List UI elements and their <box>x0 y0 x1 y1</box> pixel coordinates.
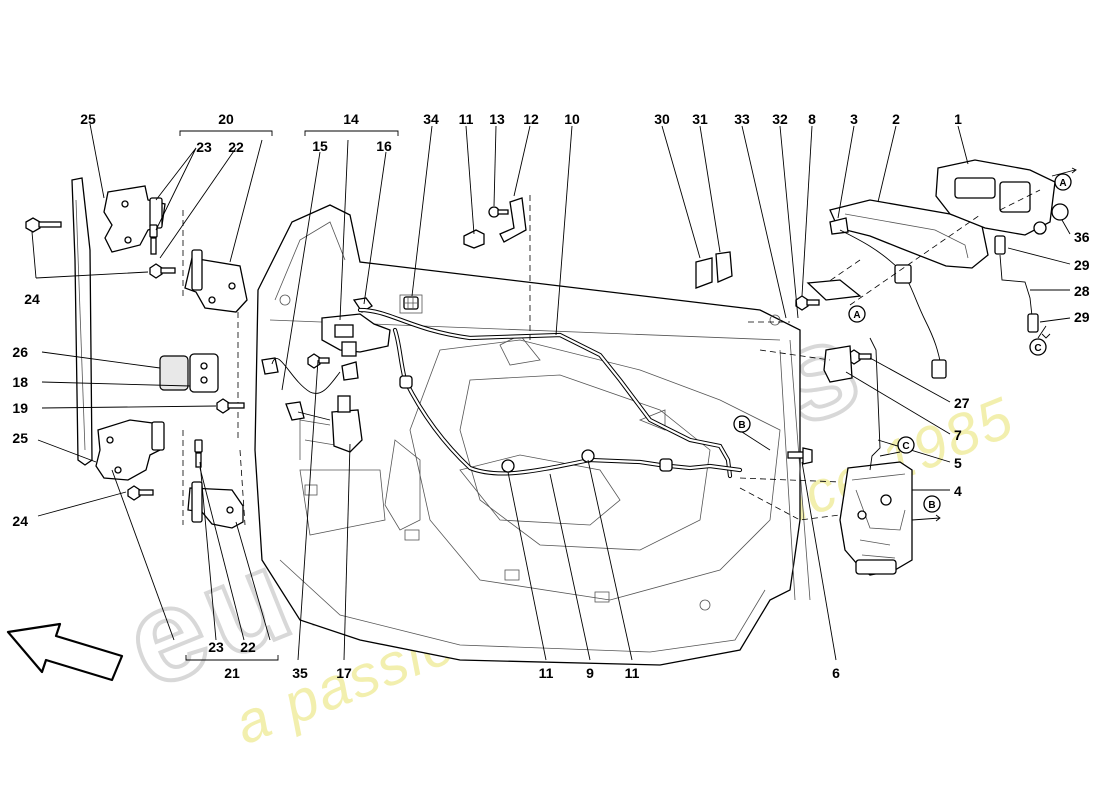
callout-2: 2 <box>892 111 900 127</box>
callout-31: 31 <box>692 111 708 127</box>
callout-18: 18 <box>12 374 28 390</box>
callout-36: 36 <box>1074 229 1090 245</box>
callout-7: 7 <box>954 427 962 443</box>
callout-29-lower: 29 <box>1074 309 1090 325</box>
callout-32: 32 <box>772 111 788 127</box>
callout-1: 1 <box>954 111 962 127</box>
callout-23-upper: 23 <box>196 139 212 155</box>
cable-9 <box>392 327 743 476</box>
door-check <box>159 353 219 393</box>
lower-hinge-door <box>187 481 244 529</box>
door-pillar <box>71 177 93 466</box>
screw-13 <box>488 206 509 218</box>
callout-15: 15 <box>312 138 328 154</box>
callout-30: 30 <box>654 111 670 127</box>
callout-22-lower: 22 <box>240 639 256 655</box>
door-lock <box>823 337 913 576</box>
screw-24-low <box>127 485 154 501</box>
group-label-14: 14 <box>343 111 359 127</box>
upper-hinge-fixed <box>103 185 166 253</box>
ref-c-lock: C <box>902 441 909 452</box>
door-inner-panel <box>254 204 811 666</box>
callout-28: 28 <box>1074 283 1090 299</box>
group-brackets <box>179 130 399 661</box>
group-label-21: 21 <box>224 665 240 681</box>
cable-10 <box>357 307 733 479</box>
clips-30-31 <box>695 251 733 289</box>
ref-a-lock: A <box>853 310 860 321</box>
callout-25-lower: 25 <box>12 430 28 446</box>
callout-24-upper: 24 <box>24 291 40 307</box>
callout-22-upper: 22 <box>228 139 244 155</box>
leader-lines <box>31 123 1071 661</box>
callout-29-upper: 29 <box>1074 257 1090 273</box>
hinge-guides <box>182 210 246 526</box>
callout-35: 35 <box>292 665 308 681</box>
front-direction-arrow <box>6 622 124 682</box>
ref-b-lock: B <box>928 500 935 511</box>
callout-11-top: 11 <box>459 111 474 127</box>
callout-19: 19 <box>12 400 28 416</box>
callout-11-right: 11 <box>625 665 640 681</box>
callout-33: 33 <box>734 111 750 127</box>
callout-26: 26 <box>12 344 28 360</box>
group-label-20: 20 <box>218 111 234 127</box>
callout-27: 27 <box>954 395 970 411</box>
screw-35 <box>307 353 330 369</box>
screw-19 <box>216 398 245 414</box>
callout-23-lower: 23 <box>208 639 224 655</box>
callout-13: 13 <box>489 111 505 127</box>
callout-34: 34 <box>423 111 439 127</box>
callout-11-left: 11 <box>539 665 554 681</box>
callout-9: 9 <box>586 665 594 681</box>
callout-10: 10 <box>564 111 580 127</box>
exterior-handle <box>806 159 1069 379</box>
screw-23-top <box>149 224 158 255</box>
screw-24-top <box>25 217 62 233</box>
callout-numbers: 25 23 22 24 26 18 19 25 24 15 16 34 11 1… <box>12 111 1089 681</box>
ref-c-rod: C <box>1034 343 1041 354</box>
upper-hinge-door <box>184 249 248 313</box>
link-rods <box>994 235 1039 333</box>
screw-6 <box>787 447 813 465</box>
callout-3: 3 <box>850 111 858 127</box>
screws <box>25 206 872 501</box>
lower-hinge-fixed <box>95 419 165 481</box>
screw-23-low <box>194 439 203 468</box>
callout-16: 16 <box>376 138 392 154</box>
callout-4: 4 <box>954 483 962 499</box>
routing-dashes <box>529 189 1041 521</box>
callout-6: 6 <box>832 665 840 681</box>
callout-17: 17 <box>336 665 352 681</box>
screw-24-mid <box>149 263 176 279</box>
callout-5: 5 <box>954 455 962 471</box>
callout-25-upper: 25 <box>80 111 96 127</box>
callout-24-lower: 24 <box>12 513 28 529</box>
reference-markers: A A B B C C <box>733 167 1077 522</box>
cable-clips <box>399 197 673 473</box>
callout-8: 8 <box>808 111 816 127</box>
ref-b-cable: B <box>738 420 745 431</box>
callout-12: 12 <box>523 111 539 127</box>
interior-release <box>261 296 419 453</box>
ref-a-handle: A <box>1059 178 1066 189</box>
